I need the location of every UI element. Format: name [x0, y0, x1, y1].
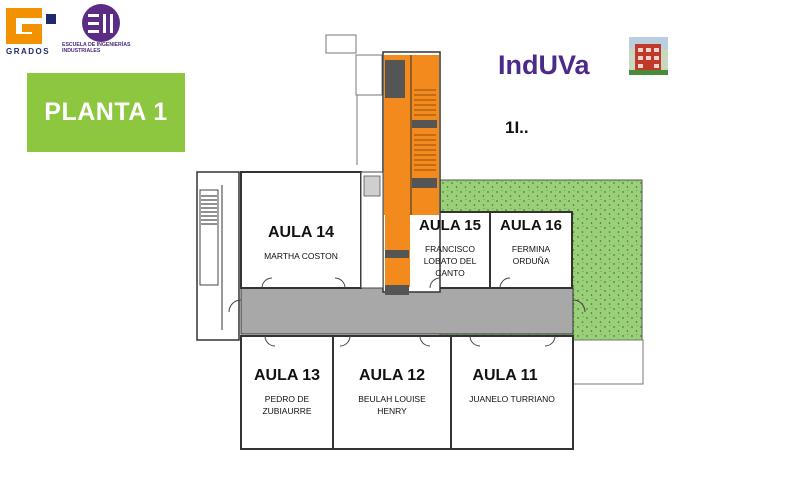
room-title-aula-15: AULA 15: [419, 217, 481, 234]
room-title-aula-13: AULA 13: [253, 367, 321, 384]
room-title-aula-12: AULA 12: [358, 367, 426, 384]
door-arcs: [228, 277, 586, 347]
room-name-aula-12: BEULAH LOUISE HENRY: [358, 394, 426, 416]
left-staircase: [196, 171, 240, 341]
room-title-aula-11: AULA 11: [472, 367, 538, 384]
grados-logo: [6, 8, 56, 44]
eii-logo: [82, 4, 120, 42]
room-name-aula-11: JUANELO TURRIANO: [469, 394, 555, 404]
room-name-aula-15: FRANCISCO LOBATO DEL CANTO: [423, 244, 477, 278]
corridor: [240, 287, 574, 335]
annex-outline: [325, 34, 644, 385]
room-name-aula-14: MARTHA COSTON: [264, 251, 338, 261]
room-name-aula-16: FERMINA ORDUÑA: [511, 244, 551, 266]
floor-badge: PLANTA 1: [27, 73, 185, 152]
building-photo-icon: [629, 37, 668, 75]
room-title-aula-16: AULA 16: [500, 217, 562, 234]
orange-stair-core: [360, 51, 441, 295]
room-name-aula-13: PEDRO DE ZUBIAURRE: [262, 394, 312, 416]
school-label: ESCUELA DE INGENIERÍAS INDUSTRIALES: [62, 42, 131, 54]
floor-code: 1I..: [505, 118, 529, 137]
brand-title: IndUVa: [498, 50, 590, 80]
grados-label: GRADOS: [6, 47, 51, 56]
room-title-aula-14: AULA 14: [267, 224, 335, 241]
